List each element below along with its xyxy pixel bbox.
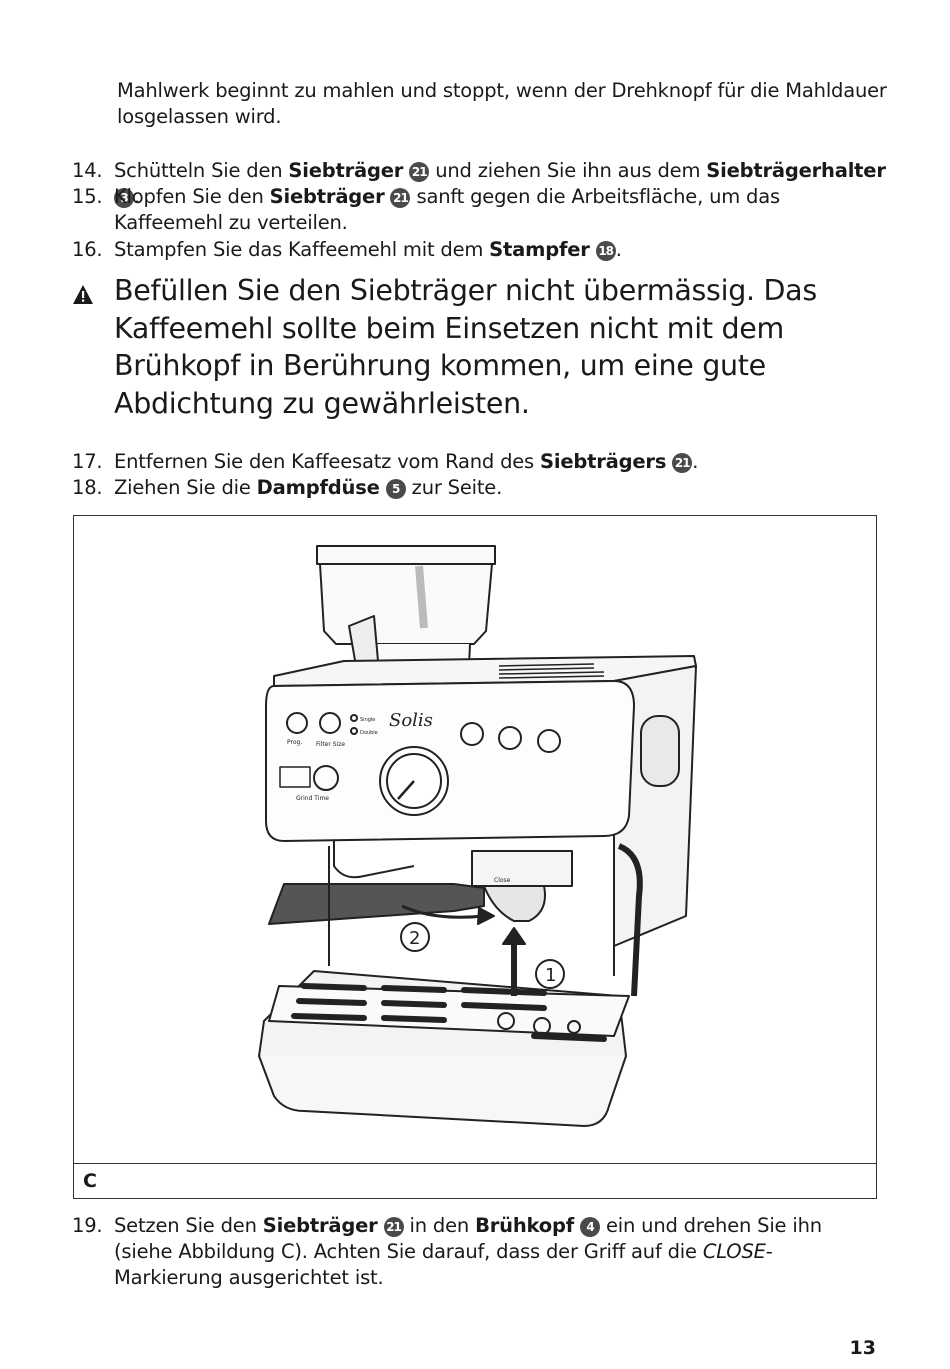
step-text: Stampfen Sie das Kaffeemehl mit dem Stam…	[114, 237, 894, 263]
part-number-badge: 5	[385, 479, 406, 499]
step-text-run: Entfernen Sie den Kaffeesatz vom Rand de…	[114, 450, 541, 473]
continuation-text: Mahlwerk beginnt zu mahlen und stoppt, w…	[117, 79, 887, 128]
badge-wrap: 3	[114, 185, 134, 208]
step-bold-term: Siebträgers	[540, 450, 667, 473]
part-number-badge: 21	[383, 1217, 404, 1237]
badge-wrap: 21	[403, 159, 430, 182]
step-17: 17. Entfernen Sie den Kaffeesatz vom Ran…	[72, 449, 892, 475]
close-mark: Close	[494, 877, 511, 884]
filter-size-label: Filter Size	[316, 741, 345, 748]
step-text-run: ein und drehen Sie ihn (siehe Abbildung …	[114, 1214, 822, 1263]
step-text-run: .	[134, 185, 140, 208]
figure-c: Solis Prog. Filter Size Single Double Gr…	[73, 515, 877, 1199]
step-number: 19.	[72, 1214, 103, 1237]
step-bold-term: Dampfdüse	[256, 476, 380, 499]
step-15: 15. Klopfen Sie den Siebträger 21 sanft …	[72, 184, 892, 236]
step-bold-term: Siebträger	[269, 185, 385, 208]
step-bold-term: Stampfer	[489, 238, 590, 261]
double-label: Double	[360, 730, 378, 736]
part-number-badge: 21	[409, 162, 430, 182]
badge-wrap: 18	[590, 238, 616, 261]
figure-separator	[74, 1163, 876, 1164]
brand-logo: Solis	[389, 710, 433, 731]
part-number-badge: 21	[390, 188, 411, 208]
step-text-run: in den	[403, 1214, 476, 1237]
step-text: Schütteln Sie den Siebträger 21 und zieh…	[114, 158, 894, 210]
step-italic-term: CLOSE	[702, 1240, 766, 1263]
badge-wrap: 21	[378, 1214, 404, 1237]
step-bold-term: Brühkopf	[475, 1214, 575, 1237]
step-text-run: Setzen Sie den	[114, 1214, 263, 1237]
step-text-run: Klopfen Sie den	[114, 185, 270, 208]
badge-wrap: 5	[380, 476, 406, 499]
badge-wrap: 4	[574, 1214, 601, 1237]
step-14: 14. Schütteln Sie den Siebträger 21 und …	[72, 158, 892, 208]
step-number: 17.	[72, 450, 103, 473]
step-number: 14.	[72, 159, 103, 182]
step-number: 16.	[72, 238, 103, 261]
step-number: 18.	[72, 476, 103, 499]
part-number-badge: 21	[672, 453, 693, 473]
step-text: Setzen Sie den Siebträger 21 in den Brüh…	[114, 1213, 834, 1291]
step-text-run: Ziehen Sie die	[114, 476, 257, 499]
warning-text: Befüllen Sie den Siebträger nicht übermä…	[114, 274, 817, 420]
part-number-badge: 4	[580, 1217, 601, 1237]
badge-wrap: 21	[666, 450, 693, 473]
step-18: 18. Ziehen Sie die Dampfdüse 5 zur Seite…	[72, 475, 892, 501]
step-text-run: .	[692, 450, 699, 473]
single-label: Single	[360, 717, 375, 723]
step-bold-term: Siebträger	[262, 1214, 378, 1237]
step-text: Entfernen Sie den Kaffeesatz vom Rand de…	[114, 449, 894, 475]
step-19: 19. Setzen Sie den Siebträger 21 in den …	[72, 1213, 892, 1291]
part-number-badge: 18	[595, 241, 616, 261]
badge-wrap: 21	[384, 185, 411, 208]
step-text-run: und ziehen Sie ihn aus dem	[429, 159, 707, 182]
figure-label: C	[83, 1170, 97, 1192]
prog-label: Prog.	[287, 739, 302, 746]
step-text: Ziehen Sie die Dampfdüse 5 zur Seite.	[114, 475, 894, 501]
step-16: 16. Stampfen Sie das Kaffeemehl mit dem …	[72, 237, 892, 263]
step-text: Klopfen Sie den Siebträger 21 sanft gege…	[114, 184, 884, 236]
step-text-run: Stampfen Sie das Kaffeemehl mit dem	[114, 238, 490, 261]
part-number-badge: 3	[114, 188, 134, 208]
step-bold-term: Siebträger	[288, 159, 404, 182]
step-text-run: -Markierung ausgerichtet ist.	[114, 1240, 773, 1289]
callout-1: 1	[545, 965, 556, 986]
grind-time-label: Grind Time	[296, 795, 329, 802]
step-text-run: Schütteln Sie den	[114, 159, 289, 182]
step-number: 15.	[72, 185, 103, 208]
page-number: 13	[849, 1337, 876, 1359]
warning-icon	[73, 285, 93, 304]
step-text-run: .	[615, 238, 622, 261]
espresso-machine-illustration: Solis Prog. Filter Size Single Double Gr…	[258, 545, 697, 1127]
step-bold-term: Siebträgerhalter	[706, 159, 886, 182]
step-text-run: sanft gegen die Arbeitsfläche, um das Ka…	[114, 185, 780, 234]
callout-2: 2	[409, 928, 420, 949]
step-text-run: zur Seite.	[405, 476, 503, 499]
